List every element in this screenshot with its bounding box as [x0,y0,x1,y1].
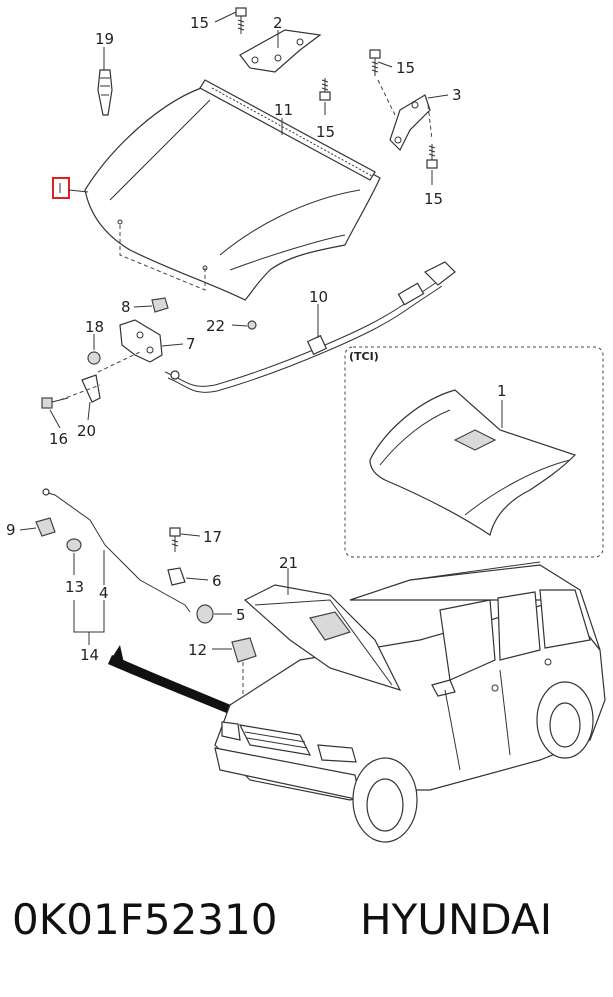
callout-7: 7 [186,335,196,353]
release-cable [164,261,456,393]
holder-6 [167,567,186,586]
callout-11: 11 [274,101,293,119]
bolt-15-right-bottom [426,104,438,169]
tci-hood-panel [369,389,577,536]
bolt-15-right-top [369,49,396,116]
callout-15-top: 15 [190,14,209,32]
leader-lines [19,11,503,650]
hood-hinge-right [389,94,431,152]
callout-14: 14 [80,646,99,664]
inset-label: (TCI) [349,350,379,363]
callout-3: 3 [452,86,462,104]
callout-15-hinge: 15 [316,123,335,141]
brand-name: HYUNDAI [360,895,553,944]
callout-2: 2 [273,14,283,32]
callout-15-right: 15 [396,59,415,77]
callout-21: 21 [279,554,298,572]
parts-diagram: (TCI) 15 [6,7,606,843]
hood-prop-clip [97,69,113,116]
callout-5: 5 [236,606,246,624]
bolt-15-top [235,7,247,34]
grommet-13 [66,538,82,552]
highlight-box [52,177,70,199]
callout-13: 13 [65,578,84,596]
callout-8: 8 [121,298,131,316]
callout-6: 6 [212,572,222,590]
callout-22: 22 [206,317,225,335]
clip-22 [247,320,257,330]
callout-1: 1 [497,382,507,400]
prop-rod-clip-9 [35,517,56,537]
hood-prop-rod [42,488,191,613]
bolt-15-hinge [319,78,331,101]
grommet-5 [196,604,214,624]
callout-10: 10 [309,288,328,306]
hood-panel [84,84,381,301]
callout-15-lower: 15 [424,190,443,208]
pointer-arrow [108,645,238,716]
callout-9: 9 [6,521,16,539]
hood-weatherstrip [199,79,376,181]
hood-bumper-8 [151,297,169,313]
bumper-12 [231,637,257,700]
vehicle-illustration [214,561,606,843]
callout-17: 17 [203,528,222,546]
callout-20: 20 [77,422,96,440]
bolt-16 [41,397,69,409]
bracket-20 [81,374,101,403]
callout-4: 4 [99,584,109,602]
bolt-17 [169,527,181,552]
callout-16: 16 [49,430,68,448]
tci-inset: (TCI) [344,346,604,558]
part-number: 0K01F52310 [12,895,278,944]
hood-latch [119,319,163,363]
callout-18: 18 [85,318,104,336]
bolt-18 [87,351,101,365]
callouts: 15 2 15 3 19 11 15 15 8 22 10 18 7 16 20… [6,14,507,664]
hood-hinge-left [239,29,322,73]
callout-19: 19 [95,30,114,48]
callout-12: 12 [188,641,207,659]
